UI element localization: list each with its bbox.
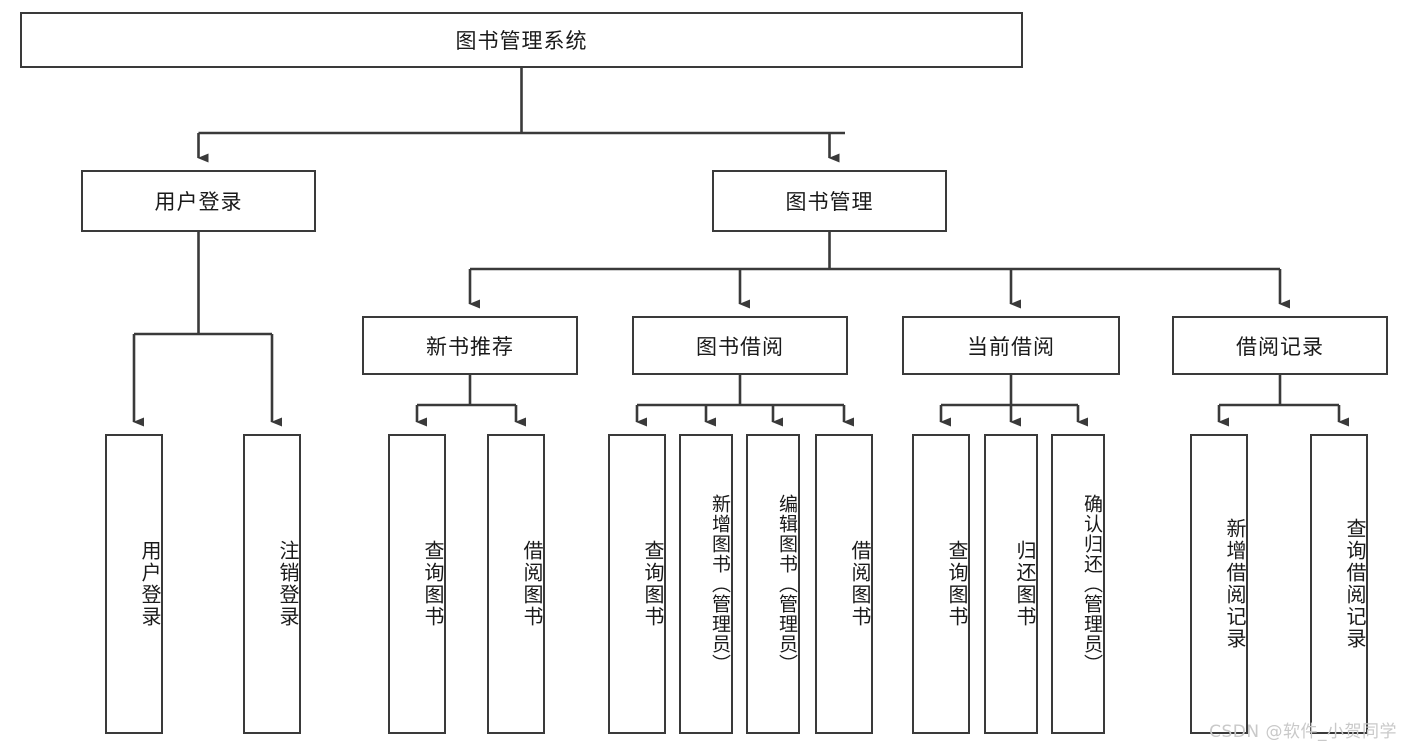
leaf-return-book[interactable]: 归还图书: [984, 434, 1038, 734]
leaf-add-book-admin[interactable]: 新增图书（管理员）: [679, 434, 733, 734]
leaf-user-login[interactable]: 用户登录: [105, 434, 163, 734]
node-new-book-recommend[interactable]: 新书推荐: [362, 316, 578, 375]
leaf-borrow-book-recommend[interactable]: 借阅图书: [487, 434, 545, 734]
node-current-borrow[interactable]: 当前借阅: [902, 316, 1120, 375]
leaf-confirm-return-admin[interactable]: 确认归还（管理员）: [1051, 434, 1105, 734]
leaf-borrow-book[interactable]: 借阅图书: [815, 434, 873, 734]
csdn-watermark: CSDN @软件_小贺同学: [1209, 722, 1397, 742]
leaf-query-book-recommend[interactable]: 查询图书: [388, 434, 446, 734]
leaf-query-book-borrow[interactable]: 查询图书: [608, 434, 666, 734]
node-borrow-record[interactable]: 借阅记录: [1172, 316, 1388, 375]
leaf-add-borrow-record[interactable]: 新增借阅记录: [1190, 434, 1248, 734]
leaf-query-borrow-record[interactable]: 查询借阅记录: [1310, 434, 1368, 734]
leaf-edit-book-admin[interactable]: 编辑图书（管理员）: [746, 434, 800, 734]
node-book-borrow[interactable]: 图书借阅: [632, 316, 848, 375]
node-root[interactable]: 图书管理系统: [20, 12, 1023, 68]
node-book-management[interactable]: 图书管理: [712, 170, 947, 232]
leaf-query-book-current[interactable]: 查询图书: [912, 434, 970, 734]
leaf-logout[interactable]: 注销登录: [243, 434, 301, 734]
node-user-login[interactable]: 用户登录: [81, 170, 316, 232]
